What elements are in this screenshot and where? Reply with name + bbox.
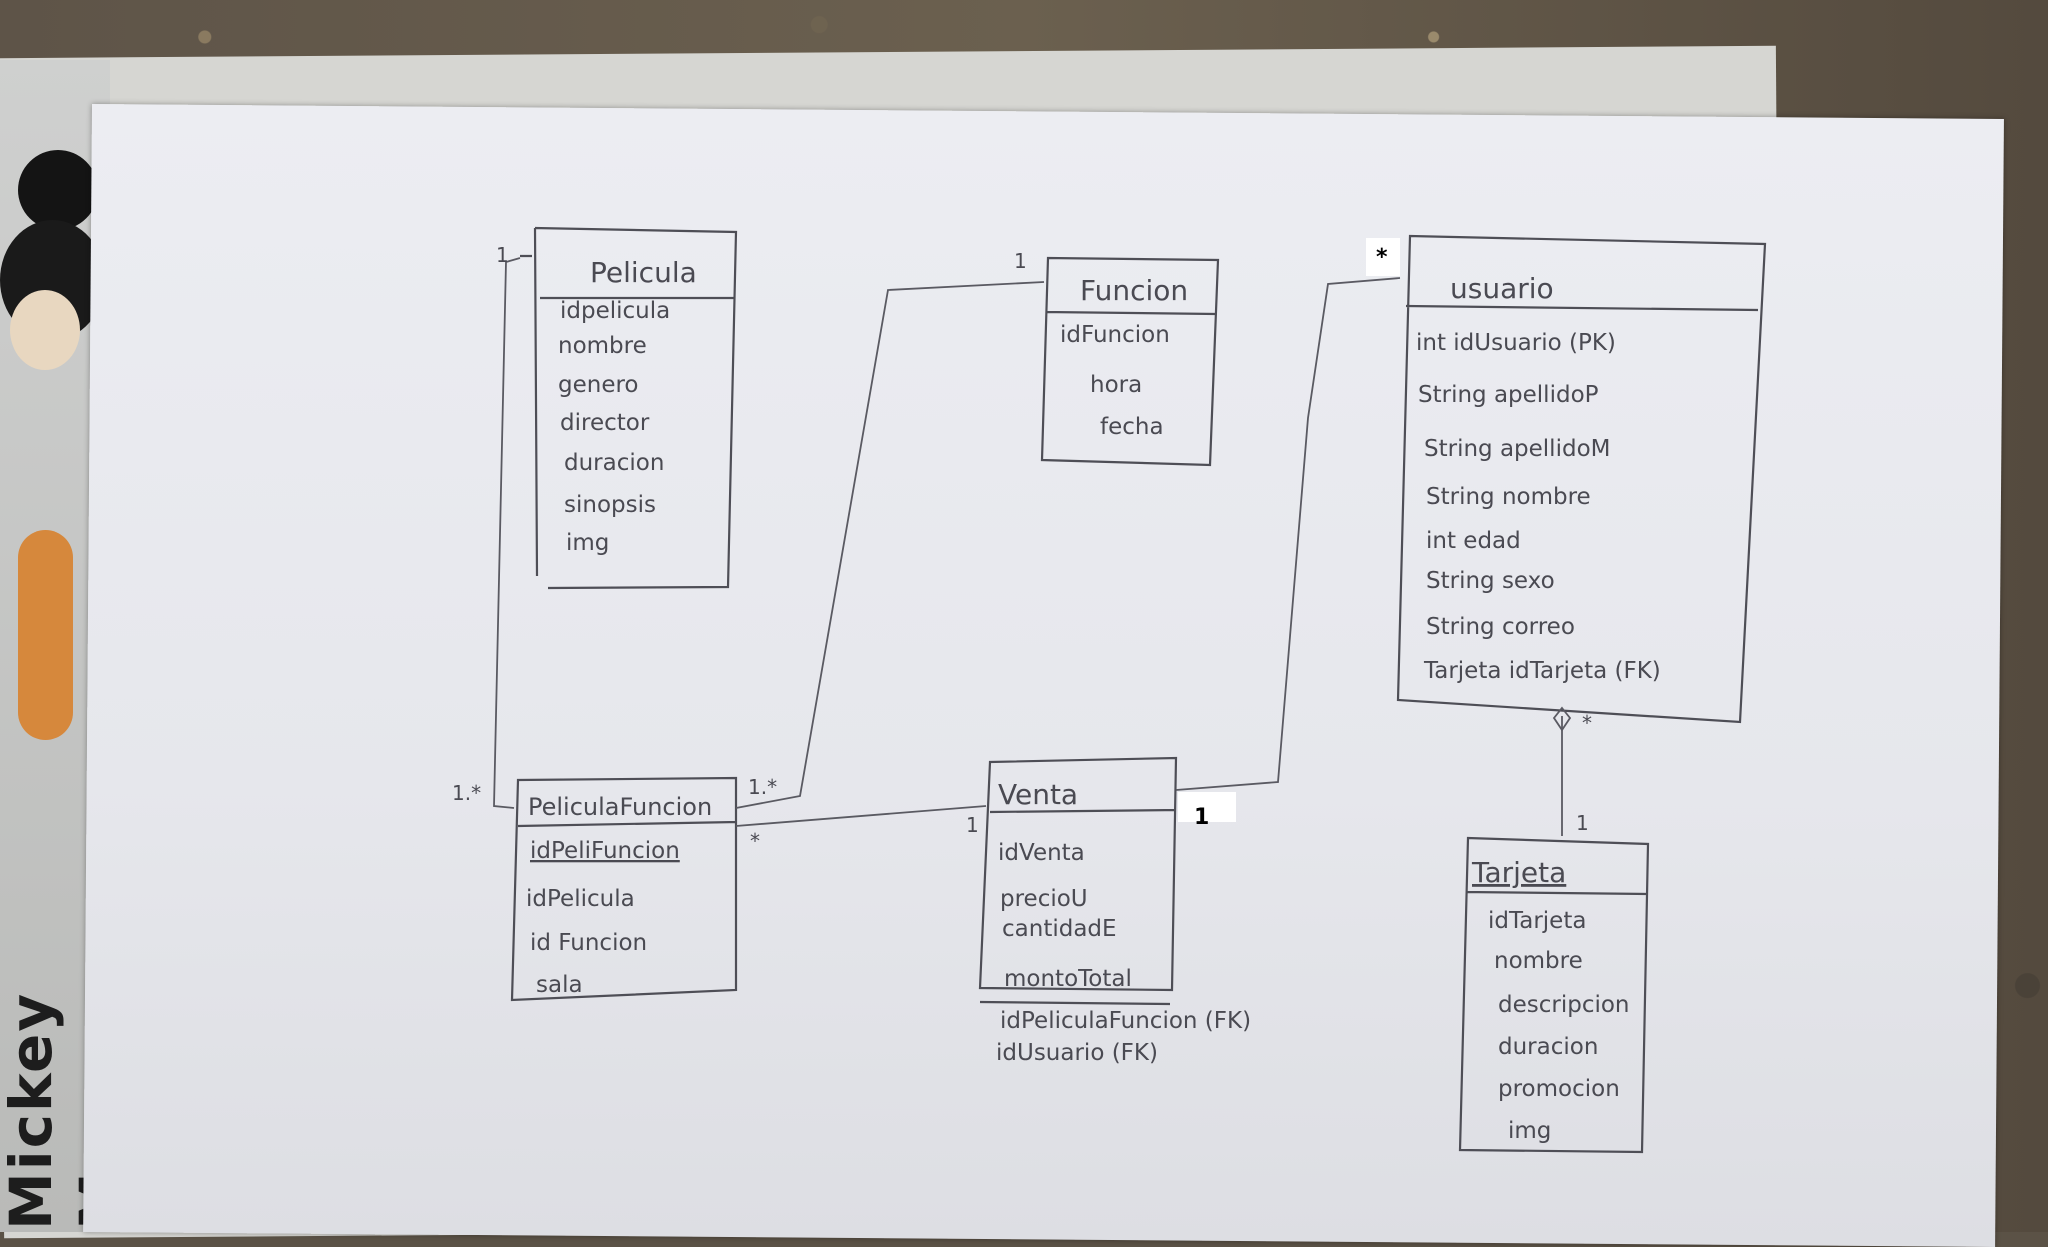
- attr-pelicula-5: sinopsis: [564, 492, 656, 518]
- attr-funcion-0: idFuncion: [1060, 322, 1170, 348]
- attr-pelicula-funcion-1: idPelicula: [526, 886, 635, 912]
- connector-venta-usuario: [1175, 277, 1401, 791]
- mickey-ear-icon: [18, 150, 98, 230]
- class-funcion: Funcion idFuncion hora fecha: [1040, 256, 1220, 467]
- orange-blob-icon: [18, 530, 73, 740]
- attr-usuario-2: String apellidoM: [1424, 436, 1610, 462]
- attr-venta-extra-1: idUsuario (FK): [996, 1040, 1158, 1066]
- badge-venta-one: 1: [1178, 792, 1236, 830]
- mult-funcion-left: 1: [1014, 249, 1027, 273]
- attr-pelicula-funcion-3: sala: [536, 972, 583, 998]
- class-pelicula: Pelicula idpelicula nombre genero direct…: [520, 226, 738, 590]
- attr-venta-1: precioU: [1000, 886, 1088, 912]
- mickey-face-icon: [10, 290, 80, 370]
- connector-pelicula-funcion-venta: [735, 805, 987, 827]
- class-tarjeta: Tarjeta idTarjeta nombre descripcion dur…: [1458, 836, 1650, 1154]
- attr-pelicula-4: duracion: [564, 450, 664, 476]
- attr-tarjeta-5: img: [1508, 1118, 1551, 1144]
- class-title-tarjeta: Tarjeta: [1471, 856, 1566, 889]
- attr-list-pelicula: idpelicula nombre genero director duraci…: [558, 298, 670, 556]
- attr-usuario-1: String apellidoP: [1418, 382, 1599, 408]
- class-usuario: usuario int idUsuario (PK) String apelli…: [1396, 234, 1767, 724]
- mult-pelicula-funcion-right: 1.*: [748, 775, 777, 799]
- mult-pelicula-funcion-to-venta: *: [750, 829, 760, 853]
- attr-usuario-6: String correo: [1426, 614, 1575, 640]
- attr-pelicula-3: director: [560, 410, 650, 436]
- attr-tarjeta-2: descripcion: [1498, 992, 1630, 1018]
- attr-funcion-1: hora: [1090, 372, 1142, 398]
- class-title-venta: Venta: [998, 778, 1078, 811]
- attr-usuario-4: int edad: [1426, 528, 1521, 554]
- attr-usuario-5: String sexo: [1426, 568, 1555, 594]
- attr-pelicula-funcion-0: idPeliFuncion: [530, 838, 680, 864]
- badge-venta-one-text: 1: [1194, 805, 1209, 830]
- mult-venta-left: 1: [966, 813, 979, 837]
- attr-usuario-3: String nombre: [1426, 484, 1591, 510]
- badge-usuario-star: *: [1366, 238, 1400, 276]
- attr-tarjeta-3: duracion: [1498, 1034, 1598, 1060]
- attr-funcion-2: fecha: [1100, 414, 1164, 440]
- class-title-pelicula: Pelicula: [590, 256, 697, 289]
- attr-venta-0: idVenta: [998, 840, 1085, 866]
- attr-usuario-0: int idUsuario (PK): [1416, 330, 1616, 356]
- attr-pelicula-0: idpelicula: [560, 298, 670, 324]
- attr-pelicula-6: img: [566, 530, 609, 556]
- class-title-pelicula-funcion: PeliculaFuncion: [528, 793, 712, 821]
- mult-usuario-tarjeta-upper: *: [1582, 711, 1592, 735]
- attr-tarjeta-0: idTarjeta: [1488, 908, 1586, 934]
- attr-tarjeta-4: promocion: [1498, 1076, 1620, 1102]
- attr-venta-2: cantidadE: [1002, 916, 1117, 942]
- class-title-usuario: usuario: [1450, 272, 1554, 305]
- attr-venta-3: montoTotal: [1004, 966, 1132, 992]
- aggregation-diamond-icon: [1552, 706, 1572, 732]
- class-venta: Venta idVenta precioU cantidadE montoTot…: [978, 756, 1251, 1066]
- attr-pelicula-funcion-2: id Funcion: [530, 930, 647, 956]
- mult-tarjeta-top: 1: [1576, 811, 1589, 835]
- connector-pelicula-funcion-funcion: [735, 281, 1045, 809]
- class-pelicula-funcion: PeliculaFuncion idPeliFuncion idPelicula…: [510, 776, 738, 1002]
- attr-pelicula-2: genero: [558, 372, 639, 398]
- attr-usuario-7: Tarjeta idTarjeta (FK): [1423, 658, 1661, 684]
- mult-pelicula-top: 1: [496, 243, 509, 267]
- attr-tarjeta-1: nombre: [1494, 948, 1583, 974]
- attr-venta-extra-0: idPeliculaFuncion (FK): [1000, 1008, 1251, 1034]
- badge-usuario-star-text: *: [1376, 245, 1388, 270]
- mult-pelicula-funcion-left: 1.*: [452, 781, 481, 805]
- attr-pelicula-1: nombre: [558, 333, 647, 359]
- class-title-funcion: Funcion: [1080, 274, 1188, 307]
- connector-pelicula-pelicula-funcion: [493, 257, 521, 809]
